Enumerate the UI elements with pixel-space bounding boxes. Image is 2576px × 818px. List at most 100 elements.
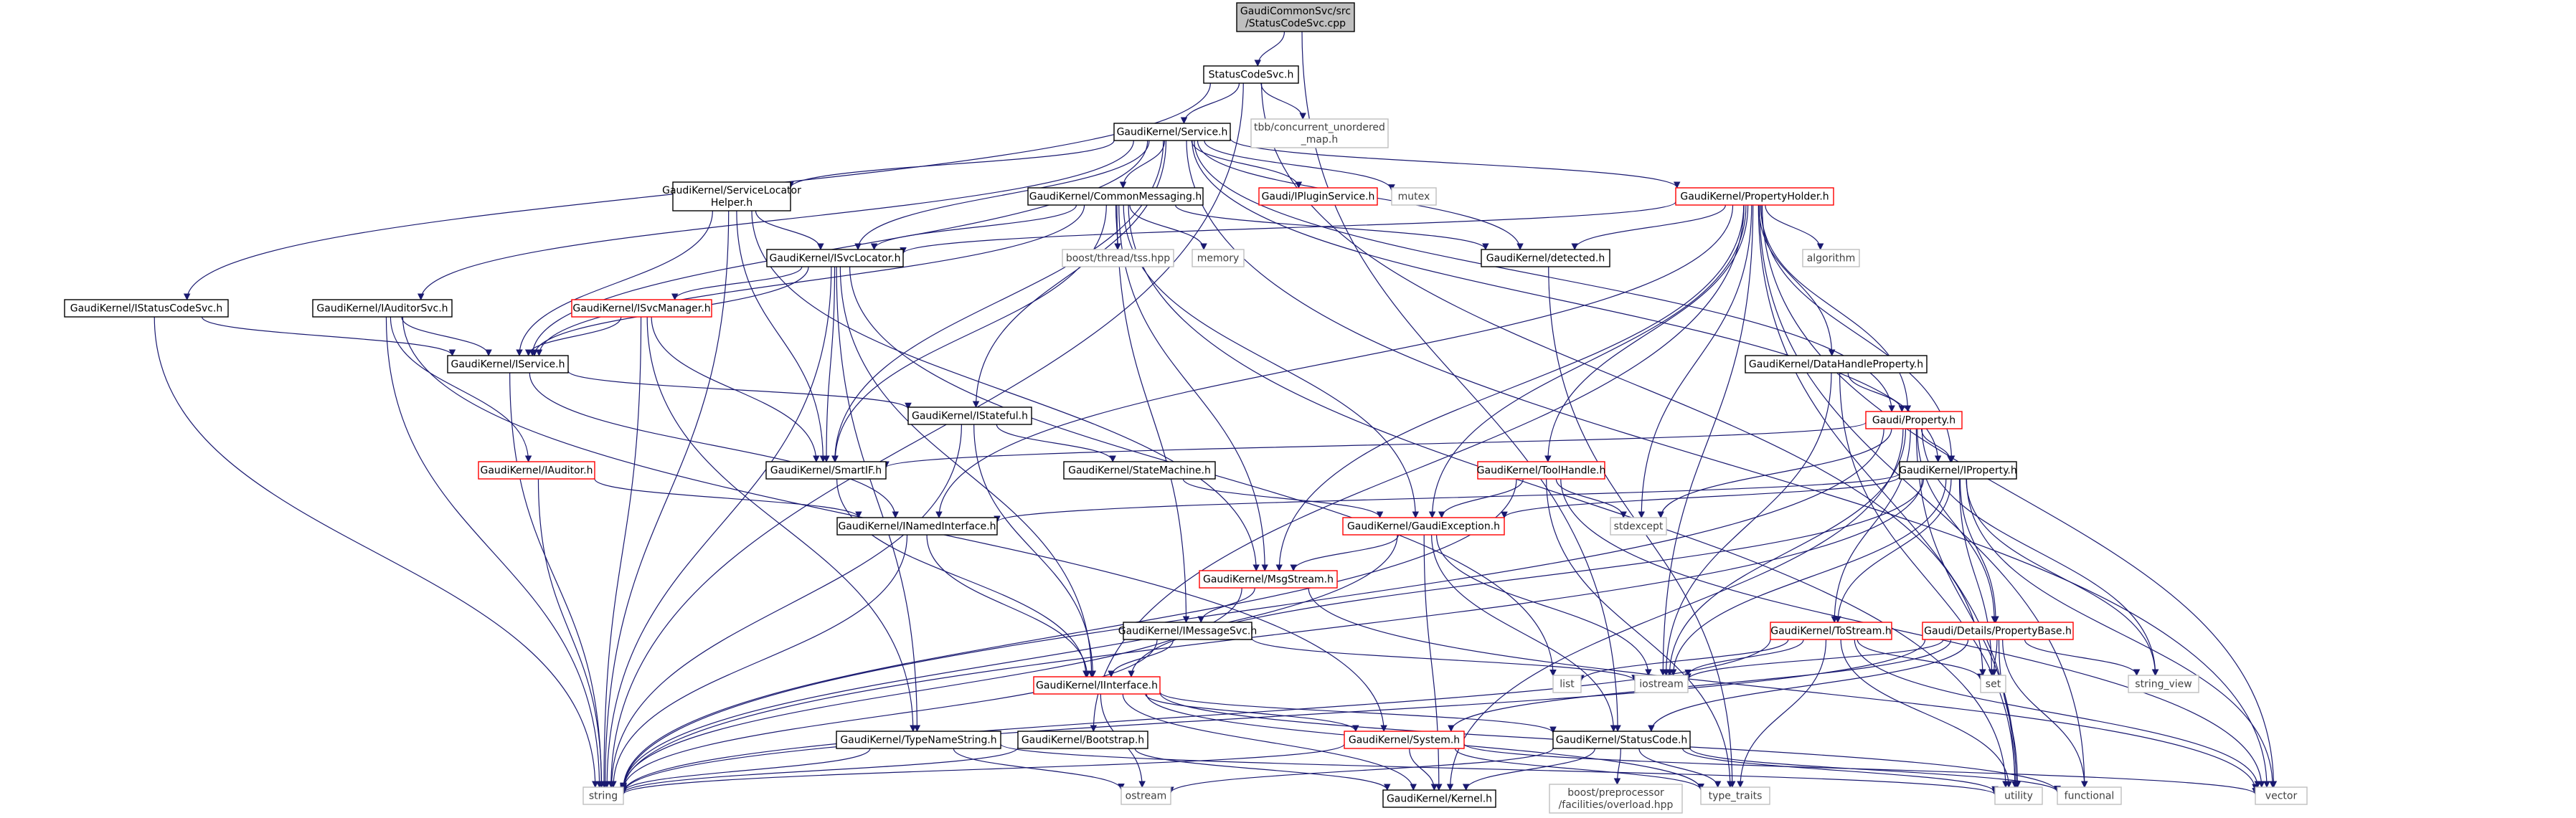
node-ipluginservice[interactable]: Gaudi/IPluginService.h — [1258, 187, 1378, 206]
edge-propertyholder-to-gaudi_property — [1760, 204, 1912, 412]
edge-propertyholder-to-inamedinterface — [935, 204, 1734, 518]
node-box — [1770, 622, 1892, 640]
node-typenamestring[interactable]: GaudiKernel/TypeNameString.h — [836, 731, 1001, 749]
edge-statuscode-to-kernel — [1462, 748, 1595, 791]
node-box — [1481, 249, 1610, 267]
node-gaudiexception[interactable]: GaudiKernel/GaudiException.h — [1342, 517, 1505, 536]
node-msgstream[interactable]: GaudiKernel/MsgStream.h — [1199, 570, 1338, 589]
node-inamedinterface[interactable]: GaudiKernel/INamedInterface.h — [836, 517, 998, 536]
node-label: memory — [1197, 253, 1240, 265]
edge-system-to-string — [620, 743, 1345, 795]
node-box — [1994, 786, 2043, 805]
node-label: ostream — [1126, 791, 1167, 802]
edge-iproperty-to-inamedinterface — [994, 472, 1900, 523]
edge-service_h-to-ipluginservice — [1191, 140, 1303, 189]
edge-commonmessaging-to-boost_tss — [1114, 204, 1121, 250]
node-box — [1922, 622, 2074, 640]
edge-iinterface-to-statuscode — [1159, 691, 1557, 734]
edge-iproperty-to-vector — [1966, 478, 2276, 788]
node-box — [478, 461, 595, 480]
node-iauditorsvc[interactable]: GaudiKernel/IAuditorSvc.h — [312, 299, 453, 318]
edge-statuscode-to-type_traits — [1638, 748, 1722, 788]
node-commonmessaging[interactable]: GaudiKernel/CommonMessaging.h — [1027, 187, 1204, 206]
node-label: iostream — [1639, 679, 1684, 690]
edge-itostream-to-set — [1856, 639, 1984, 681]
node-label: algorithm — [1807, 253, 1856, 265]
edge-smartif-to-iinterface — [836, 478, 1090, 677]
edge-isvcmanager-to-typenamestring — [646, 316, 917, 732]
node-label: GaudiKernel/IAuditor.h — [481, 465, 593, 477]
node-box — [1552, 731, 1691, 749]
edge-itostream-to-vector — [1854, 639, 2262, 788]
node-istatuscodesvc[interactable]: GaudiKernel/IStatusCodeSvc.h — [64, 299, 229, 318]
node-datahandleproperty[interactable]: GaudiKernel/DataHandleProperty.h — [1745, 355, 1928, 374]
edge-toolhandle-to-type_traits — [1546, 478, 1734, 788]
node-gaudi_property[interactable]: Gaudi/Property.h — [1865, 411, 1963, 429]
node-label: Helper.h — [711, 197, 752, 209]
node-istateful[interactable]: GaudiKernel/IStateful.h — [907, 406, 1032, 425]
node-label: GaudiKernel/IAuditorSvc.h — [316, 303, 448, 315]
edge-itostream-to-list — [1577, 639, 1789, 683]
node-imessagesvc[interactable]: GaudiKernel/IMessageSvc.h — [1118, 622, 1257, 640]
edge-propertyholder-to-iostream — [1659, 204, 1754, 676]
node-detected[interactable]: GaudiKernel/detected.h — [1481, 249, 1610, 267]
node-itostream[interactable]: GaudiKernel/ToStream.h — [1770, 622, 1892, 640]
edge-service_h-to-commonmessaging — [1119, 140, 1166, 189]
node-box — [1113, 123, 1231, 141]
edge-iproperty-to-gaudiexception — [1501, 476, 1900, 519]
node-statuscodesvc_h[interactable]: StatusCodeSvc.h — [1203, 65, 1299, 84]
node-label: GaudiKernel/ISvcLocator.h — [769, 253, 900, 265]
node-label: vector — [2265, 791, 2298, 802]
node-box — [1549, 784, 1683, 814]
edge-svclocatorhelper-to-iservice — [516, 210, 713, 356]
node-root[interactable]: GaudiCommonSvc/src/StatusCodeSvc.cpp — [1236, 2, 1355, 32]
node-iinterface[interactable]: GaudiKernel/IInterface.h — [1033, 676, 1161, 695]
edge-isvclocator-to-string — [603, 266, 832, 788]
edge-root-to-statuscode — [1301, 31, 1621, 732]
node-iproperty[interactable]: GaudiKernel/IProperty.h — [1899, 461, 2017, 480]
node-label: GaudiKernel/IProperty.h — [1899, 465, 2016, 477]
node-statuscode[interactable]: GaudiKernel/StatusCode.h — [1552, 731, 1691, 749]
node-kernel[interactable]: GaudiKernel/Kernel.h — [1382, 789, 1496, 808]
node-box — [1027, 187, 1204, 206]
node-label: _map.h — [1301, 134, 1338, 146]
node-label: utility — [2004, 791, 2033, 802]
edge-statuscode-to-functional — [1689, 748, 2061, 793]
node-tbb_map: tbb/concurrent_unordered_map.h — [1250, 118, 1389, 148]
node-isvclocator[interactable]: GaudiKernel/ISvcLocator.h — [766, 249, 904, 267]
node-box — [1062, 249, 1174, 267]
node-mutex: mutex — [1391, 187, 1437, 206]
node-box — [1802, 249, 1860, 267]
edge-propertyholder-to-vector — [1761, 204, 2278, 788]
node-bootstrap[interactable]: GaudiKernel/Bootstrap.h — [1017, 731, 1148, 749]
node-propertybase[interactable]: Gaudi/Details/PropertyBase.h — [1922, 622, 2074, 640]
edge-iauditor-to-string — [537, 478, 605, 788]
node-iservice[interactable]: GaudiKernel/IService.h — [447, 355, 569, 374]
node-propertyholder[interactable]: GaudiKernel/PropertyHolder.h — [1675, 187, 1834, 206]
node-toolhandle[interactable]: GaudiKernel/ToolHandle.h — [1477, 461, 1606, 480]
edge-itostream-to-type_traits — [1737, 639, 1827, 788]
node-label: StatusCodeSvc.h — [1209, 70, 1294, 81]
node-service_h[interactable]: GaudiKernel/Service.h — [1113, 123, 1231, 141]
edge-svclocatorhelper-to-smartif — [736, 210, 827, 462]
edge-gaudi_property-to-iproperty — [1920, 428, 1954, 462]
edge-iauditorsvc-to-iauditor — [390, 316, 532, 462]
node-iauditor[interactable]: GaudiKernel/IAuditor.h — [478, 461, 595, 480]
edge-propertybase-to-utility — [1998, 639, 2021, 788]
node-label: GaudiKernel/ServiceLocator — [662, 185, 801, 196]
edge-statuscodesvc_h-to-service_h — [1180, 82, 1240, 124]
node-statemachine[interactable]: GaudiKernel/StateMachine.h — [1063, 461, 1216, 480]
edge-propertyholder-to-stdexcept — [1638, 204, 1752, 518]
edge-datahandleproperty-to-iostream — [1662, 372, 1832, 676]
node-label: functional — [2065, 791, 2115, 802]
node-functional: functional — [2057, 786, 2122, 805]
node-smartif[interactable]: GaudiKernel/SmartIF.h — [765, 461, 887, 480]
node-system[interactable]: GaudiKernel/System.h — [1344, 731, 1465, 749]
node-memory: memory — [1192, 249, 1245, 267]
node-isvcmanager[interactable]: GaudiKernel/ISvcManager.h — [571, 299, 712, 318]
edge-gaudiexception-to-iostream — [1435, 534, 1652, 676]
edge-service_h-to-iauditorsvc — [417, 140, 1134, 300]
edge-gaudiexception-to-statuscode — [1431, 534, 1618, 732]
